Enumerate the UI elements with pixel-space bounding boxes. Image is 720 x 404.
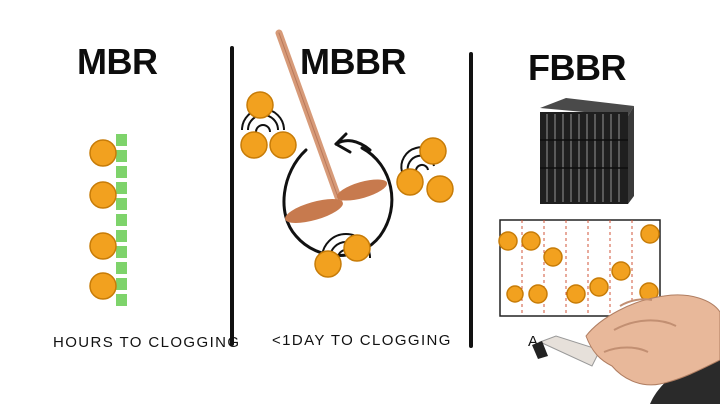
- biofilm-cluster-bottom: [314, 233, 371, 278]
- panel-title-mbbr: MBBR: [300, 41, 406, 82]
- media-cross-section: [498, 219, 661, 317]
- rotation-arrow-icon: [334, 132, 372, 154]
- membrane-strip-icon: [116, 134, 127, 306]
- biofilm-particle: [89, 139, 117, 167]
- biofilm-particle: [89, 181, 117, 209]
- biofilm-particle: [89, 272, 117, 300]
- caption-mbbr: <1DAY TO CLOGGING: [272, 332, 452, 349]
- divider-left: [230, 46, 234, 346]
- hand-with-marker-icon: [532, 294, 720, 404]
- biofilm-particle: [89, 232, 117, 260]
- caption-fbbr: A: [528, 333, 540, 350]
- biofilm-cluster-right: [396, 137, 454, 203]
- panel-title-mbr: MBR: [77, 41, 158, 82]
- panel-title-fbbr: FBBR: [528, 47, 626, 88]
- stirrer-paddle-icon: [275, 29, 388, 223]
- caption-mbr: HOURS TO CLOGGING: [53, 334, 241, 351]
- carrier-media-block-icon: [540, 98, 634, 204]
- divider-right: [469, 52, 473, 348]
- biofilm-cluster-top: [240, 91, 297, 159]
